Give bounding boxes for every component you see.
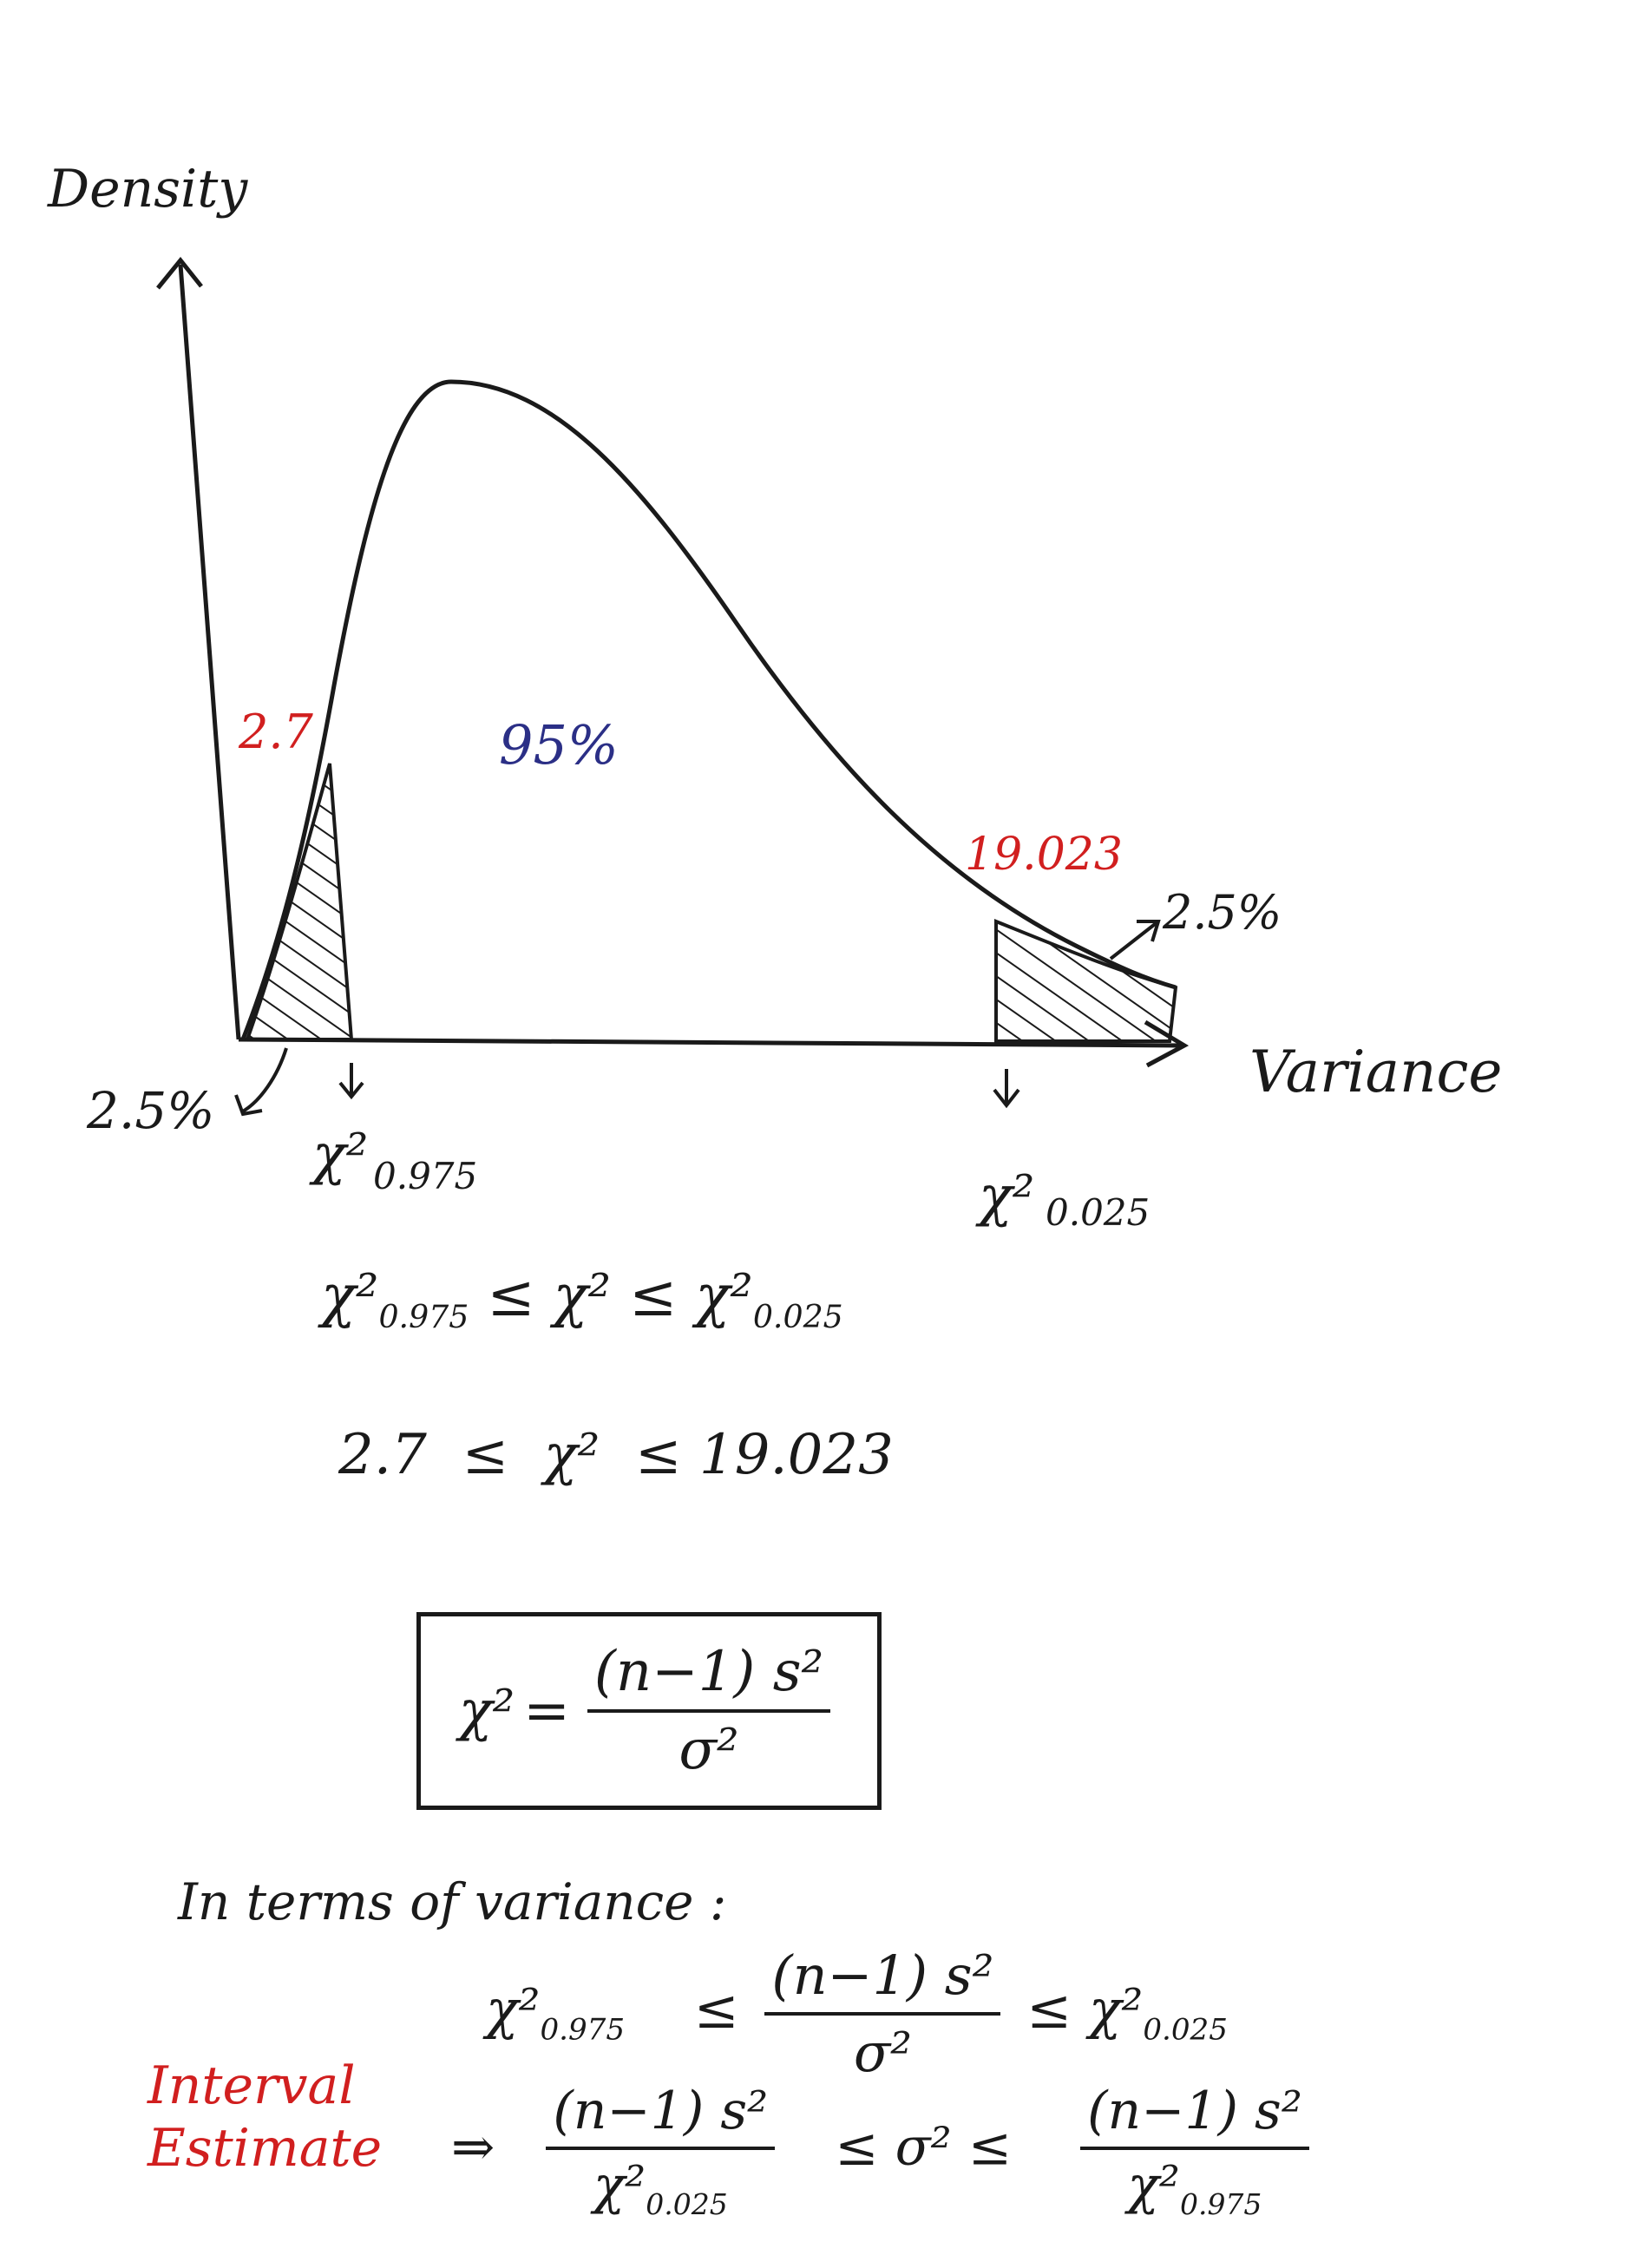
chi-square-formula-box: χ² = (n−1) s² σ² xyxy=(416,1612,882,1810)
ineq1-op2: ≤ xyxy=(629,1262,678,1329)
right-tail-area: 2.5% xyxy=(1162,885,1282,940)
variance-line-1: χ²0.975 ≤ (n−1) s² σ² ≤ χ²0.025 xyxy=(486,1944,1228,2084)
left-area-pointer-tip xyxy=(234,1094,263,1117)
ineq2-right: 19.023 xyxy=(698,1423,894,1487)
var2-left-fraction: (n−1) s² χ²0.025 xyxy=(546,2081,776,2221)
y-axis xyxy=(178,264,241,1040)
var1-denominator: σ² xyxy=(853,2021,913,2084)
var1-fraction: (n−1) s² σ² xyxy=(764,1944,1001,2084)
ineq1-left-sub: 0.975 xyxy=(378,1298,469,1336)
right-down-arrow-tip xyxy=(993,1088,1020,1109)
var2-arrow: ⇒ xyxy=(451,2116,495,2178)
right-tail-value: 19.023 xyxy=(965,829,1123,881)
var2-mid: σ² xyxy=(895,2116,952,2178)
var1-left: χ² xyxy=(486,1977,541,2042)
variance-heading: In terms of variance : xyxy=(178,1872,727,1931)
left-critical-symbol: χ² xyxy=(309,1123,368,1187)
var2-right-numerator: (n−1) s² xyxy=(1080,2081,1309,2150)
center-area-label: 95% xyxy=(499,713,619,777)
formula-fraction: (n−1) s² σ² xyxy=(587,1640,831,1782)
var2-op2: ≤ xyxy=(967,2116,1012,2178)
ineq1-left: χ² xyxy=(321,1262,379,1329)
var1-numerator: (n−1) s² xyxy=(764,1944,1001,2016)
var2-right-fraction: (n−1) s² χ²0.975 xyxy=(1080,2081,1309,2221)
left-area-pointer xyxy=(239,1047,288,1114)
var2-left-denominator: χ²0.025 xyxy=(593,2155,728,2221)
var2-right-denominator: χ²0.975 xyxy=(1127,2155,1262,2221)
inequality-line-1: χ²0.975 ≤ χ² ≤ χ²0.025 xyxy=(321,1262,843,1335)
inequality-line-2: 2.7 ≤ χ² ≤ 19.023 xyxy=(338,1423,894,1487)
right-area-pointer xyxy=(1109,920,1160,960)
interval-label-line-1: Interval xyxy=(148,2055,356,2116)
left-tail-value: 2.7 xyxy=(238,705,314,759)
x-axis-label: Variance xyxy=(1249,1039,1503,1105)
ineq2-op1: ≤ xyxy=(462,1423,509,1487)
var1-left-sub: 0.975 xyxy=(540,2012,625,2048)
ineq1-op1: ≤ xyxy=(487,1262,535,1329)
var1-op1: ≤ xyxy=(693,1977,739,2042)
y-axis-arrowhead xyxy=(156,257,203,290)
left-tail-area: 2.5% xyxy=(86,1081,214,1140)
x-axis xyxy=(238,1037,1185,1048)
ineq2-left: 2.7 xyxy=(338,1423,427,1487)
right-critical-symbol: χ² xyxy=(975,1164,1034,1229)
right-critical-sub: 0.025 xyxy=(1046,1191,1150,1234)
formula-denominator: σ² xyxy=(678,1718,739,1782)
formula-eq: = xyxy=(523,1679,570,1743)
interval-label-line-2: Estimate xyxy=(148,2118,383,2179)
var1-right: χ² xyxy=(1088,1977,1144,2042)
ineq2-op2: ≤ xyxy=(634,1423,682,1487)
ineq1-mid: χ² xyxy=(553,1262,612,1329)
left-down-arrow-tip xyxy=(338,1081,364,1100)
left-critical-sub: 0.975 xyxy=(373,1155,477,1197)
interval-estimate-label: Interval Estimate xyxy=(148,2055,382,2180)
right-tail-region xyxy=(994,919,1178,1043)
variance-line-2: ⇒ (n−1) s² χ²0.025 ≤ σ² ≤ (n−1) s² χ²0.9… xyxy=(451,2081,1318,2221)
right-area-pointer-tip xyxy=(1137,920,1161,942)
var2-op1: ≤ xyxy=(835,2116,879,2178)
ineq2-mid: χ² xyxy=(543,1423,600,1487)
formula-numerator: (n−1) s² xyxy=(587,1640,831,1713)
density-curve xyxy=(240,379,1177,1040)
ineq1-right-sub: 0.025 xyxy=(752,1298,843,1336)
var2-left-numerator: (n−1) s² xyxy=(546,2081,776,2150)
left-tail-region xyxy=(245,763,354,1041)
var1-right-sub: 0.025 xyxy=(1143,2012,1228,2048)
y-axis-label: Density xyxy=(47,159,248,220)
ineq1-right: χ² xyxy=(695,1262,753,1329)
formula-lhs: χ² xyxy=(458,1679,515,1743)
var1-op2: ≤ xyxy=(1026,1977,1072,2042)
